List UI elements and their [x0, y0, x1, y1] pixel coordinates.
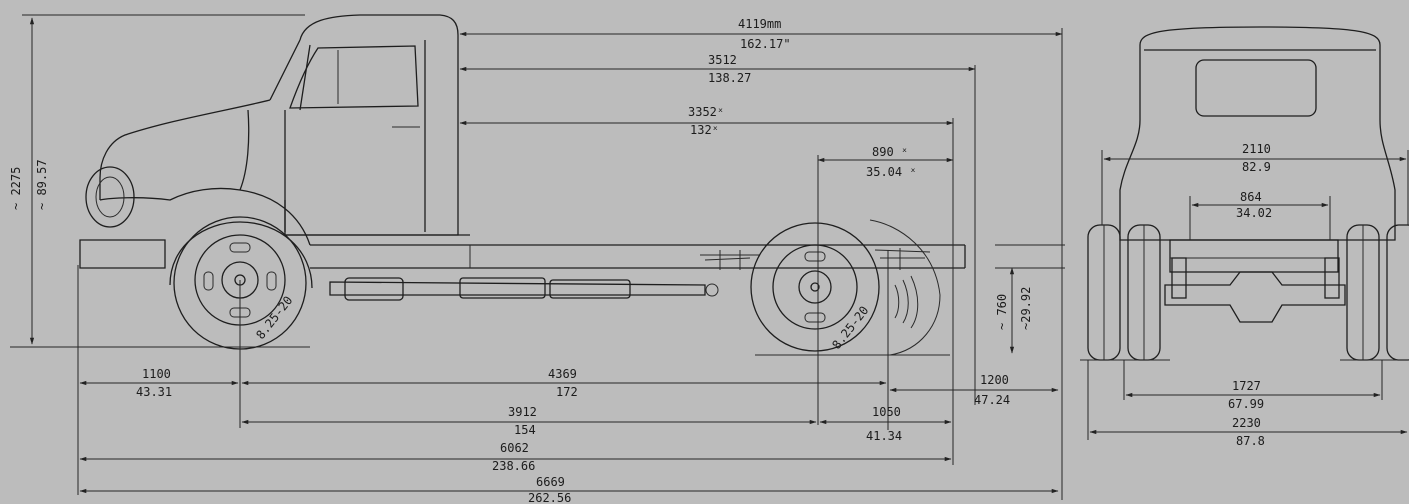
rear-wheel: 8.25-20 [750, 219, 941, 356]
dim-4119-mm: 4119mm [738, 17, 781, 31]
dim-3512-mm: 3512 [708, 53, 737, 67]
dim-1050-mm: 1050 [872, 405, 901, 419]
dim-6669-mm: 6669 [536, 475, 565, 489]
dim-4119-in: 162.17" [740, 37, 791, 51]
frame-height-mm: ~ 760 [995, 294, 1009, 330]
dim-3912-mm: 3912 [508, 405, 537, 419]
rear-cab-outline [1119, 26, 1396, 241]
dim-1100-in: 43.31 [136, 385, 172, 399]
dim-3512-in: 138.27 [708, 71, 751, 85]
dim-1200-in: 47.24 [974, 393, 1010, 407]
dim-1050-in: 41.34 [866, 429, 902, 443]
rear-window [1195, 59, 1317, 117]
dim-1200-mm: 1200 [980, 373, 1009, 387]
dim-2110-mm: 2110 [1242, 142, 1271, 156]
dim-2230-in: 87.8 [1236, 434, 1265, 448]
rear-axle-housing [1164, 271, 1346, 323]
frame-height-in: ~29.92 [1019, 287, 1033, 330]
height-mm: ~ 2275 [9, 167, 23, 210]
dim-3352-in: 132ˣ [690, 123, 719, 137]
dim-890-mm: 890 ˣ [872, 145, 908, 159]
dim-890-in: 35.04 ˣ [866, 165, 917, 179]
side-view: 8.25-20 8.25-20 ~ 2275 ~ 89.57 4119mm 16… [9, 14, 1065, 504]
dim-6062-mm: 6062 [500, 441, 529, 455]
dim-1727-in: 67.99 [1228, 397, 1264, 411]
height-in: ~ 89.57 [35, 159, 49, 210]
dim-1100-mm: 1100 [142, 367, 171, 381]
dim-2110-in: 82.9 [1242, 160, 1271, 174]
dim-3352-mm: 3352ˣ [688, 105, 724, 119]
rear-tyre-right-outer [1386, 224, 1409, 361]
dim-1727-mm: 1727 [1232, 379, 1261, 393]
rear-view: 2110 82.9 864 34.02 1727 67.99 2230 87.8 [1080, 26, 1409, 448]
cab [79, 14, 470, 269]
dim-864-in: 34.02 [1236, 206, 1272, 220]
dim-864-mm: 864 [1240, 190, 1262, 204]
front-tyre-label: 8.25-20 [253, 293, 295, 341]
dim-6062-in: 238.66 [492, 459, 535, 473]
chassis-frame [310, 244, 966, 301]
dim-2230-mm: 2230 [1232, 416, 1261, 430]
dim-6669-in: 262.56 [528, 491, 571, 504]
dim-4369-in: 172 [556, 385, 578, 399]
front-wheel: 8.25-20 [169, 216, 313, 350]
dim-3912-in: 154 [514, 423, 536, 437]
headlamp-icon [85, 166, 135, 228]
dim-4369-mm: 4369 [548, 367, 577, 381]
